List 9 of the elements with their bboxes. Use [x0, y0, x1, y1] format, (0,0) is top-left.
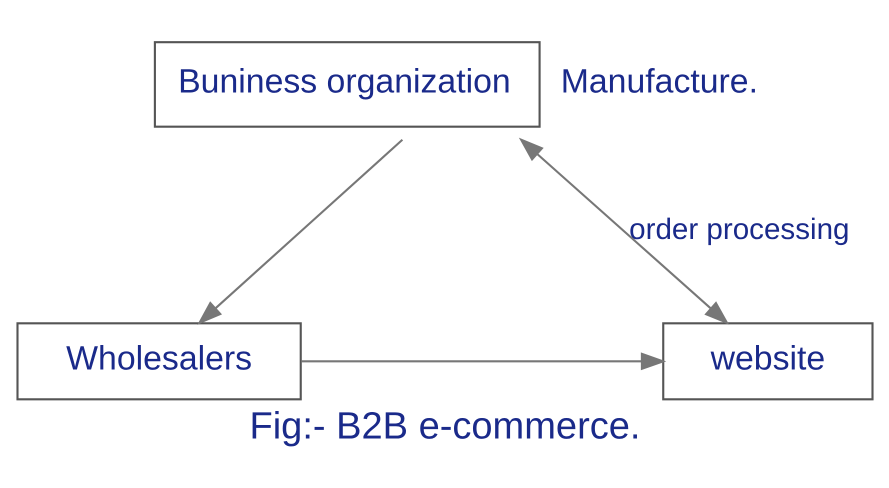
- edge-label: order processing: [628, 213, 849, 246]
- arrow: [518, 138, 729, 325]
- node-label: Manufacture.: [560, 62, 758, 100]
- arrow: [196, 138, 403, 325]
- node-box: website: [662, 322, 874, 400]
- arrow: [300, 352, 666, 370]
- node-box: Wholesalers: [16, 322, 302, 400]
- caption: Fig:- B2B e-commerce.: [249, 405, 640, 448]
- node-box: Buniness organization: [153, 41, 540, 128]
